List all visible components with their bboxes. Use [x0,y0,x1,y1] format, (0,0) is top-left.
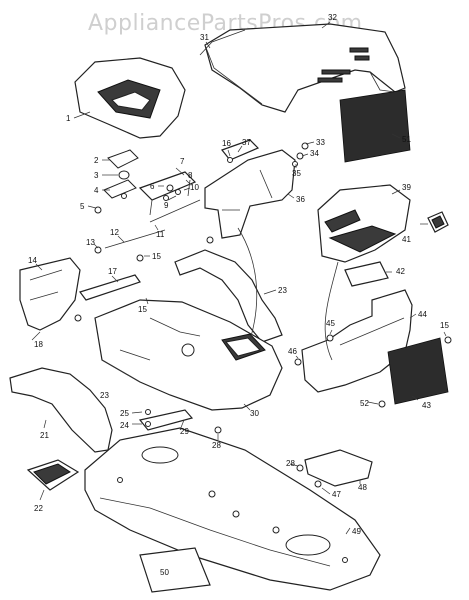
callout-23b: 23 [100,391,109,400]
seat-bracket-part [107,149,139,169]
front-fender-part [9,367,113,453]
battery-cover-part [26,459,80,491]
seat-spring-part [118,170,130,180]
callout-47: 47 [332,490,341,499]
callout-33: 33 [316,138,325,147]
hood-seal-part [199,29,246,56]
callout-41: 41 [402,235,411,244]
side-panel-part [19,257,81,331]
footrest-pan-part [94,299,283,411]
callout-5: 5 [80,202,85,211]
callout-23a: 23 [278,286,287,295]
callout-12: 12 [110,228,119,237]
side-shield-part [301,289,413,393]
dash-bracket-part [221,139,260,161]
callout-18: 18 [34,340,43,349]
frame-bracket-part [138,409,194,431]
callout-29: 29 [180,427,189,436]
callout-49: 49 [352,527,361,536]
lens-part [344,261,389,287]
callout-22: 22 [34,504,43,513]
cable-part [237,227,258,341]
main-frame-part [84,427,381,591]
callout-4: 4 [94,186,99,195]
instrument-panel-part [317,184,411,263]
floor-mat-part [139,547,211,593]
callout-51: 51 [402,135,411,144]
callout-3: 3 [94,171,99,180]
callout-10: 10 [190,183,199,192]
callout-6: 6 [150,182,155,191]
callout-9: 9 [164,201,169,210]
callout-42: 42 [396,267,405,276]
callout-52: 52 [360,399,369,408]
callout-16: 16 [222,139,231,148]
callout-50: 50 [160,568,169,577]
seat-pan-part [103,179,137,199]
callout-11: 11 [156,230,165,239]
callout-31: 31 [200,33,209,42]
callout-labels: 1 2 3 4 5 6 7 8 9 10 11 12 13 14 15 16 1 [28,13,449,577]
seat-part [74,57,186,139]
callout-28a: 28 [212,441,221,450]
bolt-part [94,206,102,214]
seat-adjust-lever-part [104,229,166,249]
callout-30: 30 [250,409,259,418]
callout-44: 44 [418,310,427,319]
dash-panel-part [204,149,296,239]
callout-37: 37 [242,138,251,147]
callout-17: 17 [108,267,117,276]
callout-45: 45 [326,319,335,328]
brace-part [79,274,141,301]
callout-39: 39 [402,183,411,192]
callout-46: 46 [288,347,297,356]
callout-43: 43 [422,401,431,410]
hinge-bracket-part [304,449,373,487]
callout-24: 24 [120,421,129,430]
callout-13: 13 [86,238,95,247]
callout-34: 34 [310,149,319,158]
callout-21: 21 [40,431,49,440]
callout-32: 32 [328,13,337,22]
seat-adjust-rod-part [149,199,201,223]
callout-15a: 15 [152,252,161,261]
callout-25: 25 [120,409,129,418]
foam-pad-part [339,89,411,163]
callout-7: 7 [180,157,185,166]
callout-2: 2 [94,156,99,165]
seat-hinge-assembly [138,171,197,216]
callout-1: 1 [66,114,71,123]
hood-part [204,23,406,113]
callout-28b: 28 [286,459,295,468]
callout-15c: 15 [138,305,147,314]
callout-14: 14 [28,256,37,265]
callout-48: 48 [358,483,367,492]
grille-screen-part [387,337,449,405]
callout-8: 8 [188,171,193,180]
callout-35: 35 [292,169,301,178]
callout-15b: 15 [440,321,449,330]
callout-36: 36 [296,195,305,204]
